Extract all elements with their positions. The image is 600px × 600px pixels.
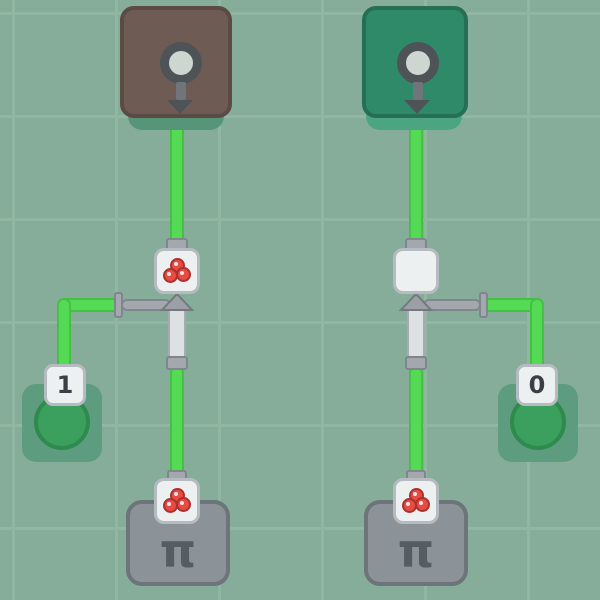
berry-module-left[interactable] bbox=[154, 248, 200, 294]
pi-symbol: π bbox=[397, 524, 435, 578]
berry-dot bbox=[415, 497, 430, 512]
berry-module-bottom-left[interactable] bbox=[154, 478, 200, 524]
injector-value-right[interactable]: 0 bbox=[516, 364, 558, 406]
output-station-right[interactable] bbox=[362, 6, 468, 118]
output-nozzle-icon bbox=[413, 82, 423, 100]
berries-icon bbox=[163, 488, 191, 514]
valve-arrow-icon-right bbox=[399, 292, 433, 311]
injector-value-left[interactable]: 1 bbox=[44, 364, 86, 406]
berries-icon bbox=[163, 258, 191, 284]
berry-dot bbox=[176, 267, 191, 282]
pi-symbol: π bbox=[159, 524, 197, 578]
nozzle-tip-icon bbox=[167, 100, 193, 114]
blank-module-right[interactable] bbox=[393, 248, 439, 294]
berries-icon bbox=[402, 488, 430, 514]
pi-machine-left[interactable]: π bbox=[126, 500, 230, 586]
wire-coupler bbox=[166, 356, 188, 370]
output-nozzle-icon bbox=[176, 82, 186, 100]
wire-coupler bbox=[405, 356, 427, 370]
nozzle-tip-icon bbox=[404, 100, 430, 114]
output-lens-icon bbox=[160, 42, 202, 84]
berry-dot bbox=[176, 497, 191, 512]
berry-module-bottom-right[interactable] bbox=[393, 478, 439, 524]
output-lens-icon bbox=[397, 42, 439, 84]
valve-arrow-icon-left bbox=[160, 292, 194, 311]
output-station-left[interactable] bbox=[120, 6, 232, 118]
